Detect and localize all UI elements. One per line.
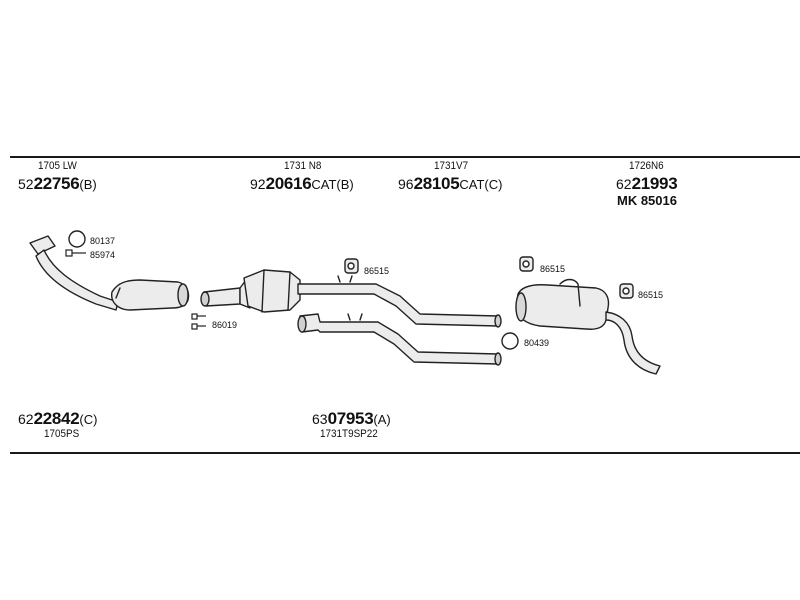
catalyst-c-part-number: 9628105CAT(C) [398,174,503,193]
rear-silencer-part-number: 6221993 [616,174,678,193]
bolt-icon [65,249,86,257]
middle-silencer-part-number: 6222842(C) [18,409,98,428]
catalyst-b-part-number: 9220616CAT(B) [250,174,354,193]
rubber-mount-icon-2 [519,256,534,272]
catalytic-converter-shape [243,269,301,313]
front-pipe-shape [29,235,119,311]
spring-bolt-icon [191,313,206,330]
rear-silencer-shape [515,278,661,375]
rubber-mount-icon-3 [619,283,634,299]
top-divider-line [10,156,800,158]
ring-ref-label: 80137 [90,236,116,246]
catalyst-c-code: 1731V7 [434,160,469,172]
lower-intermediate-pipe-shape [297,313,502,366]
front-pipe-part-number: 5222756(B) [18,174,97,193]
catalyst-a-part-number: 6307953(A) [312,409,391,428]
rubber-mount-ref-label-3: 86515 [638,290,664,300]
spring-bolt-ref-label: 86019 [212,320,238,330]
rubber-mount-icon-1 [344,258,359,274]
clamp-ref-label: 80439 [524,338,550,348]
sealing-ring-icon [68,230,86,248]
upper-intermediate-pipe-shape [297,275,502,328]
bottom-divider-line [10,452,800,454]
catalyst-a-code: 1731T9SP22 [320,428,378,440]
catalyst-inlet-shape [200,279,251,309]
clamp-ring-icon [501,332,519,350]
front-pipe-code: 1705 LW [38,160,77,172]
middle-silencer-shape [111,279,190,311]
catalyst-b-code: 1731 N8 [284,160,322,172]
mounting-kit-number: MK 85016 [617,193,677,208]
rubber-mount-ref-label-1: 86515 [364,266,390,276]
middle-silencer-code: 1705PS [44,428,80,440]
rubber-mount-ref-label-2: 86515 [540,264,566,274]
rear-silencer-code: 1726N6 [629,160,664,172]
bolt-ref-label: 85974 [90,250,116,260]
